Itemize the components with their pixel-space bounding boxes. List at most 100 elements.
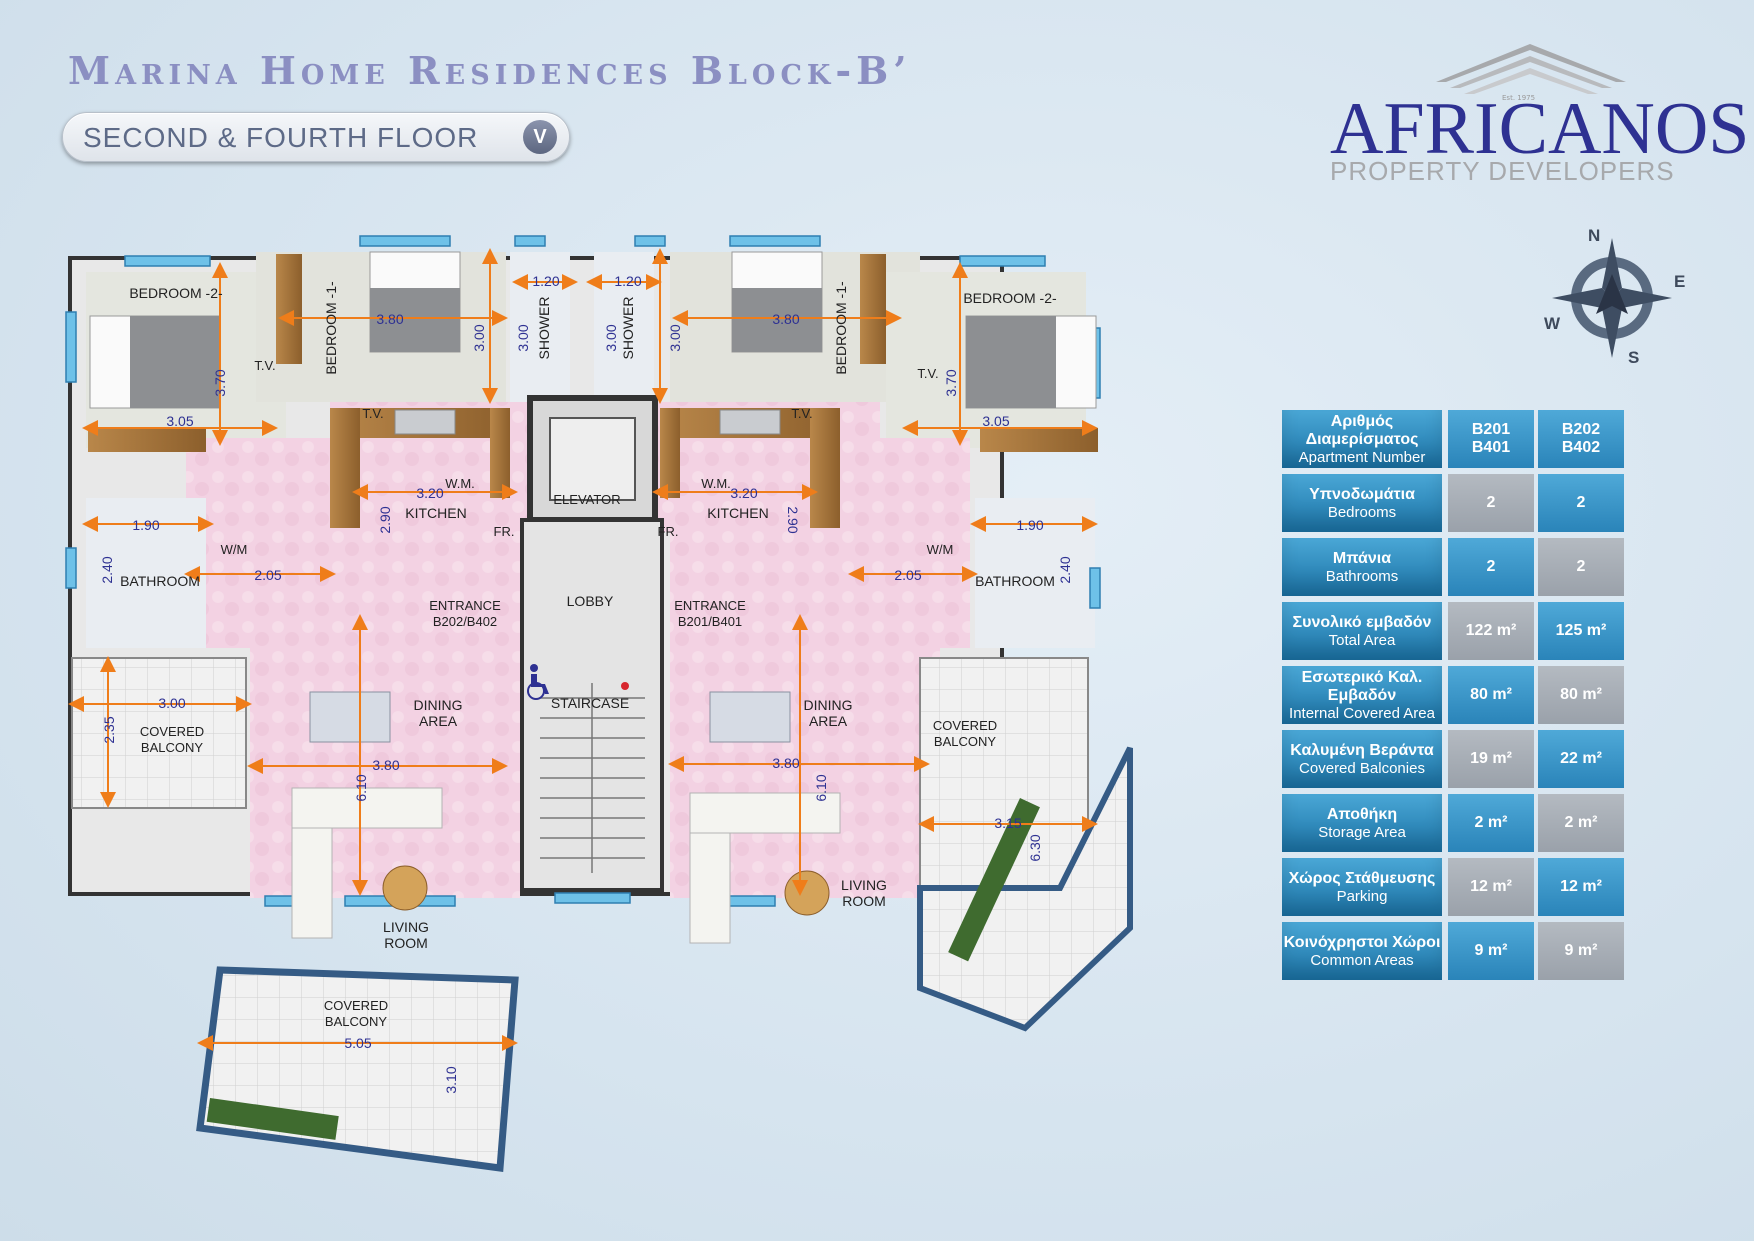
label-living-right-2: ROOM [842, 893, 886, 909]
label-wm-kitchen-left: W.M. [445, 476, 475, 491]
value-cell: 19 m² [1448, 730, 1534, 788]
label-entrance-right-1: ENTRANCE [674, 598, 746, 613]
compass-s: S [1628, 348, 1640, 367]
label-living-right-1: LIVING [841, 877, 887, 893]
label-dining-left-1: DINING [414, 697, 463, 713]
row-label-greek: Αποθήκη [1326, 805, 1398, 823]
dim-6-10-right: 6.10 [813, 774, 829, 801]
value-cell: 2 [1538, 474, 1624, 532]
label-dining-right-2: AREA [809, 713, 848, 729]
dim-3-80-mid-left: 3.80 [372, 757, 399, 773]
row-label-english: Bedrooms [1327, 503, 1397, 521]
row-label-greek: Αριθμός Διαμερίσματος [1305, 412, 1419, 448]
dim-1-20-left: 1.20 [532, 273, 559, 289]
label-lobby: LOBBY [567, 593, 614, 609]
compass-n: N [1588, 226, 1601, 245]
dim-6-30-right: 6.30 [1027, 834, 1043, 861]
value-cell: 12 m² [1538, 858, 1624, 916]
dim-3-05-left: 3.05 [166, 413, 193, 429]
label-tv-1: T.V. [254, 358, 275, 373]
row-label-english: Covered Balconies [1299, 759, 1425, 777]
value-text: B402 [1561, 439, 1601, 456]
value-text: 9 m² [1474, 942, 1508, 959]
label-tv-3: T.V. [791, 406, 812, 421]
label-covered-right-1: COVERED [933, 718, 997, 733]
dim-5-05-bottom: 5.05 [344, 1035, 371, 1051]
label-shower-left: SHOWER [536, 297, 552, 360]
dim-3-20-left: 3.20 [416, 485, 443, 501]
value-text: 2 [1486, 558, 1496, 575]
value-text: B202 [1561, 421, 1601, 438]
value-text: 9 m² [1564, 942, 1598, 959]
dim-2-05-right: 2.05 [894, 567, 921, 583]
row-label-english: Common Areas [1310, 951, 1414, 969]
label-wm-left: W/M [221, 542, 248, 557]
label-bedroom-2-right: BEDROOM -2- [963, 290, 1057, 306]
compass: N E S W [1530, 222, 1690, 372]
label-living-left-2: ROOM [384, 935, 428, 951]
dim-3-00-top-right: 3.00 [667, 324, 683, 351]
value-text: 2 [1486, 494, 1496, 511]
dim-3-05-right: 3.05 [982, 413, 1009, 429]
row-label-greek: Εσωτερικό Καλ. Εμβαδόν [1301, 668, 1423, 704]
dim-3-80-top-left: 3.80 [376, 311, 403, 327]
row-label-english: Storage Area [1318, 823, 1406, 841]
logo-est: Est. 1975 [1502, 94, 1536, 102]
row-label-greek: Μπάνια [1332, 549, 1392, 567]
bed-icon [89, 251, 1097, 409]
value-text: 80 m² [1470, 686, 1512, 703]
value-cell: 2 [1448, 474, 1534, 532]
label-bathroom-left: BATHROOM [120, 573, 200, 589]
floor-selector[interactable]: SECOND & FOURTH FLOOR V [62, 112, 570, 162]
label-entrance-left-1: ENTRANCE [429, 598, 501, 613]
label-elevator: ELEVATOR [553, 492, 620, 507]
row-label-greek: Υπνοδωμάτια [1309, 485, 1415, 503]
dim-2-90-right: 2.90 [785, 506, 801, 533]
label-bedroom-1-left: BEDROOM -1- [323, 281, 339, 375]
value-cell: 122 m² [1448, 602, 1534, 660]
floor-chevron-icon[interactable]: V [523, 120, 557, 154]
row-label-greek: Χώρος Στάθμευσης [1288, 869, 1436, 887]
value-text: 80 m² [1560, 686, 1602, 703]
dim-3-70-right: 3.70 [943, 369, 959, 396]
label-living-left-1: LIVING [383, 919, 429, 935]
label-wm-right: W/M [927, 542, 954, 557]
label-covered-bottom-2: BALCONY [325, 1014, 387, 1029]
label-kitchen-right: KITCHEN [707, 505, 768, 521]
value-cell: 12 m² [1448, 858, 1534, 916]
value-text: 12 m² [1470, 878, 1512, 895]
dim-3-70-left: 3.70 [212, 369, 228, 396]
dim-2-40-left: 2.40 [99, 556, 115, 583]
row-label-english: Bathrooms [1325, 567, 1399, 585]
compass-rose-icon [1552, 238, 1672, 358]
value-text: 122 m² [1465, 622, 1517, 639]
row-label-english: Internal Covered Area [1289, 704, 1435, 722]
floor-label: SECOND & FOURTH FLOOR [83, 122, 479, 153]
value-cell: 2 m² [1448, 794, 1534, 852]
label-covered-right-2: BALCONY [934, 734, 996, 749]
value-cell: 9 m² [1538, 922, 1624, 980]
label-bedroom-2-left: BEDROOM -2- [129, 285, 223, 301]
label-covered-left-1: COVERED [140, 724, 204, 739]
label-wm-kitchen-right: W.M. [701, 476, 731, 491]
label-bathroom-right: BATHROOM [975, 573, 1055, 589]
value-cell: 80 m² [1538, 666, 1624, 724]
row-label-english: Parking [1336, 887, 1388, 905]
value-cell: 9 m² [1448, 922, 1534, 980]
dim-3-00-top-left: 3.00 [471, 324, 487, 351]
page-title: Marina Home Residences Block-B’ [68, 48, 912, 93]
dim-2-05-left: 2.05 [254, 567, 281, 583]
label-tv-4: T.V. [917, 366, 938, 381]
value-cell: 2 m² [1538, 794, 1624, 852]
dim-2-40-right: 2.40 [1057, 556, 1073, 583]
dim-3-00-balcony-left: 3.00 [158, 695, 185, 711]
dim-1-90-left: 1.90 [132, 517, 159, 533]
